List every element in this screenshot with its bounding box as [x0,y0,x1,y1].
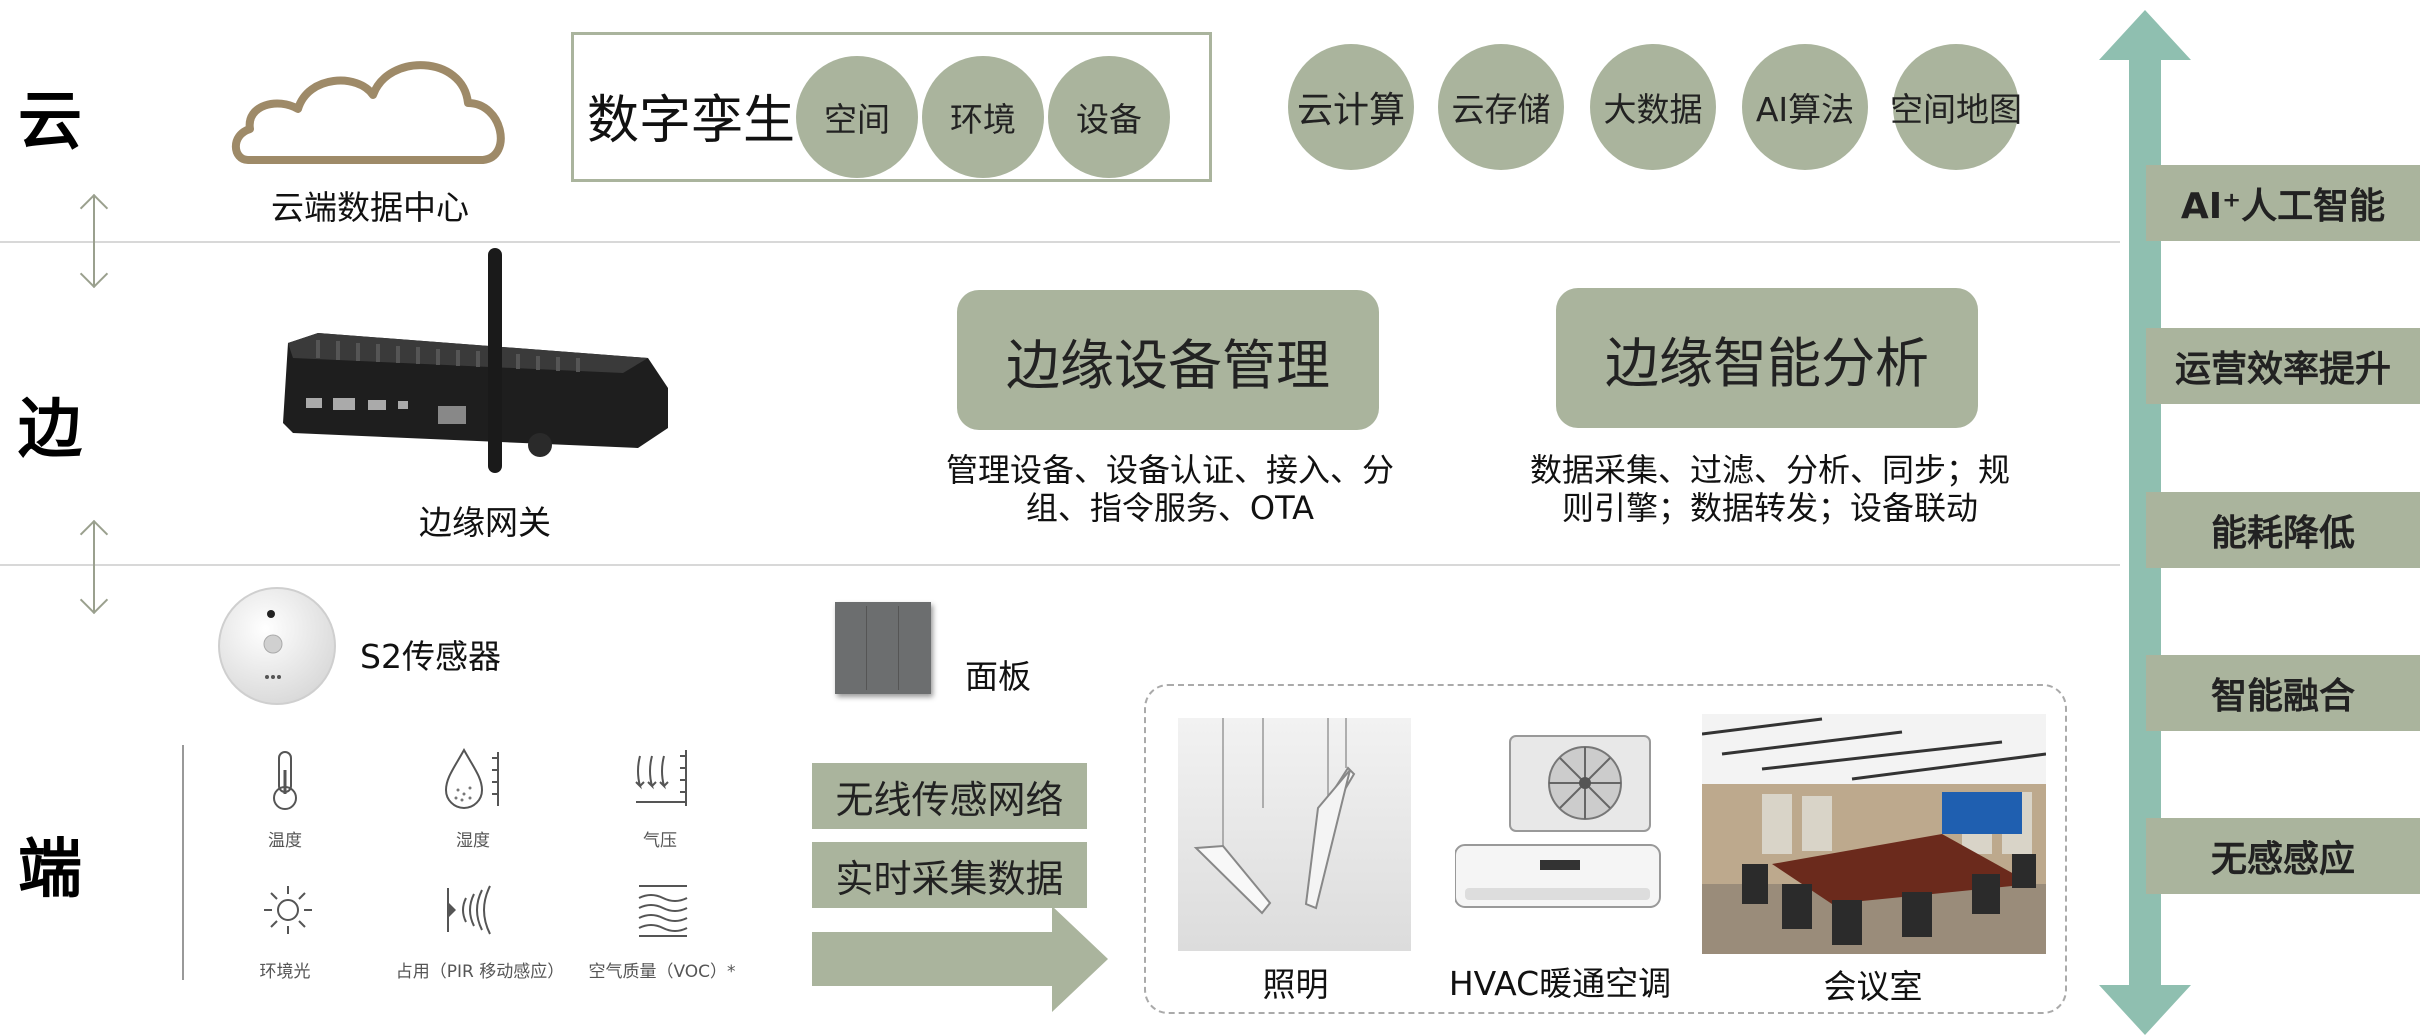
ambient-light-icon [262,884,314,936]
benefit-seamless: 无感感应 [2146,818,2420,894]
layer-label-device: 端 [18,833,82,907]
cloud-icon [228,45,518,170]
wireless-network-box: 无线传感网络 [812,763,1087,829]
benefit-ai: AI⁺人工智能 [2146,165,2420,241]
benefit-fusion: 智能融合 [2146,655,2420,731]
target-meeting-room-label: 会议室 [1823,967,1923,1006]
hvac-image [1455,728,1665,928]
panel-icon [835,602,931,694]
divider-cloud-edge [0,241,2120,243]
edge-device-mgmt-box: 边缘设备管理 [957,290,1379,430]
sensor-type-pressure: 气压 [643,831,677,851]
benefit-energy: 能耗降低 [2146,492,2420,568]
double-arrow-icon [93,196,95,286]
datacenter-label: 云端数据中心 [271,188,469,227]
edge-gateway-label: 边缘网关 [419,503,551,542]
sensor-type-air-quality: 空气质量（VOC）* [588,962,736,982]
edge-device-mgmt-desc-1: 管理设备、设备认证、接入、分 [945,451,1394,489]
layer-label-edge: 边 [18,393,82,467]
digital-twin-box [571,32,1212,182]
target-hvac-label: HVAC暖通空调 [1448,964,1672,1003]
pressure-icon [630,746,700,812]
realtime-collect-box: 实时采集数据 [812,842,1087,908]
digital-twin-title: 数字孪生 [587,91,796,151]
panel-label: 面板 [965,657,1031,696]
lighting-image [1178,718,1411,951]
target-lighting-label: 照明 [1262,965,1329,1004]
service-cloud-computing: 云计算 [1288,44,1414,170]
edge-gateway-icon [278,248,678,488]
twin-item-space: 空间 [796,56,918,178]
targets-container [1144,684,2067,1014]
meeting-room-image [1702,714,2046,954]
humidity-icon [440,746,510,812]
service-ai-algorithm: AI算法 [1742,44,1868,170]
vertical-double-arrow-icon [2095,10,2195,1035]
air-quality-icon [633,882,693,940]
sensor-type-humidity: 湿度 [456,831,490,851]
benefit-efficiency: 运营效率提升 [2146,328,2420,404]
twin-item-environment: 环境 [922,56,1044,178]
sensor-type-temperature: 温度 [268,831,302,851]
flow-arrow-icon [812,906,1108,1012]
edge-analysis-box: 边缘智能分析 [1556,288,1978,428]
s2-sensor-label: S2传感器 [360,637,501,676]
twin-item-device: 设备 [1048,56,1170,178]
s2-sensor-icon [215,582,345,712]
sensor-grid-divider [182,745,184,980]
edge-analysis-desc-1: 数据采集、过滤、分析、同步；规 [1529,451,2010,489]
double-arrow-icon [93,522,95,612]
edge-device-mgmt-desc-2: 组、指令服务、OTA [1025,489,1315,527]
sensor-type-occupancy: 占用（PIR 移动感应） [395,962,565,982]
service-space-map: 空间地图 [1890,44,2022,170]
service-big-data: 大数据 [1590,44,1716,170]
thermometer-icon [265,750,305,812]
divider-edge-device [0,564,2120,566]
layer-label-cloud: 云 [18,85,82,159]
sensor-type-ambient-light: 环境光 [259,962,311,982]
edge-analysis-desc-2: 则引擎；数据转发；设备联动 [1561,489,1978,527]
service-cloud-storage: 云存储 [1438,44,1564,170]
occupancy-pir-icon [440,882,510,938]
